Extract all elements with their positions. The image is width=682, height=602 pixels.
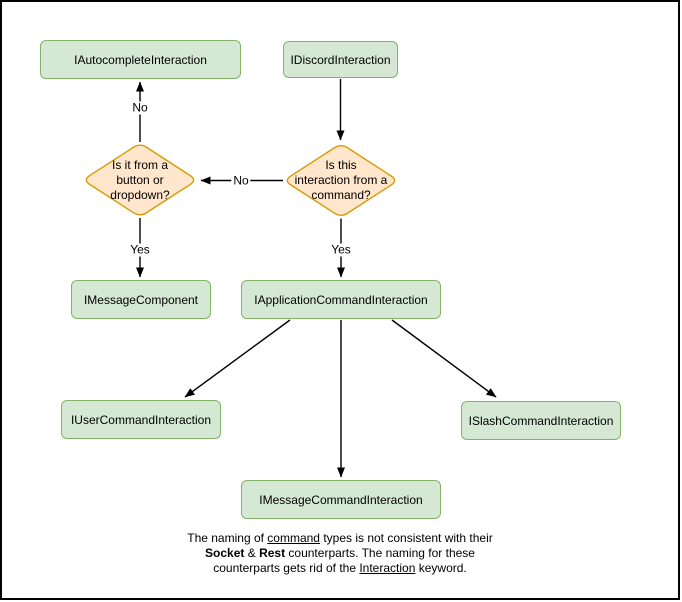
note-bold-rest: Rest	[259, 546, 286, 560]
node-label: IMessageComponent	[83, 292, 199, 307]
decision-diamond-button	[85, 144, 195, 216]
note-text: The naming of	[187, 531, 268, 545]
node-application-command-interaction: IApplicationCommandInteraction	[241, 280, 441, 319]
arrow-to-user-command	[184, 319, 291, 398]
node-slash-command-interaction: ISlashCommandInteraction	[461, 401, 621, 440]
node-label: IUserCommandInteraction	[70, 412, 212, 427]
edge-label-yes-right: Yes	[329, 242, 353, 257]
decision-diamond-command	[286, 145, 396, 216]
node-label: IApplicationCommandInteraction	[254, 292, 428, 307]
note-text: types is not consistent with their	[319, 531, 493, 545]
note-line-1: The naming of command types is not consi…	[140, 531, 540, 546]
edge-label-no-between: No	[231, 173, 251, 188]
note-text: keyword.	[415, 561, 467, 575]
node-message-component: IMessageComponent	[71, 280, 211, 319]
note-text: counterparts. The naming for these	[285, 546, 475, 560]
note-line-2: Socket & Rest counterparts. The naming f…	[140, 546, 540, 561]
node-label: IMessageCommandInteraction	[259, 492, 423, 507]
note-underlined-interaction: Interaction	[359, 561, 416, 575]
node-autocomplete-interaction: IAutocompleteInteraction	[40, 40, 241, 79]
note-text: counterparts gets rid of the	[213, 561, 360, 575]
note-text: &	[244, 546, 260, 560]
note-line-3: counterparts gets rid of the Interaction…	[140, 561, 540, 576]
note-underlined-command: command	[267, 531, 320, 545]
node-label: ISlashCommandInteraction	[468, 413, 614, 428]
node-user-command-interaction: IUserCommandInteraction	[61, 400, 221, 439]
naming-note: The naming of command types is not consi…	[140, 531, 540, 576]
node-message-command-interaction: IMessageCommandInteraction	[241, 480, 441, 519]
node-label: IDiscordInteraction	[290, 52, 391, 67]
edge-label-yes-left: Yes	[128, 242, 152, 257]
note-bold-socket: Socket	[205, 546, 245, 560]
node-label: IAutocompleteInteraction	[74, 52, 207, 67]
arrow-to-slash-command	[391, 319, 497, 398]
edge-label-no-autocomplete: No	[130, 100, 150, 115]
node-discord-interaction: IDiscordInteraction	[283, 41, 398, 78]
